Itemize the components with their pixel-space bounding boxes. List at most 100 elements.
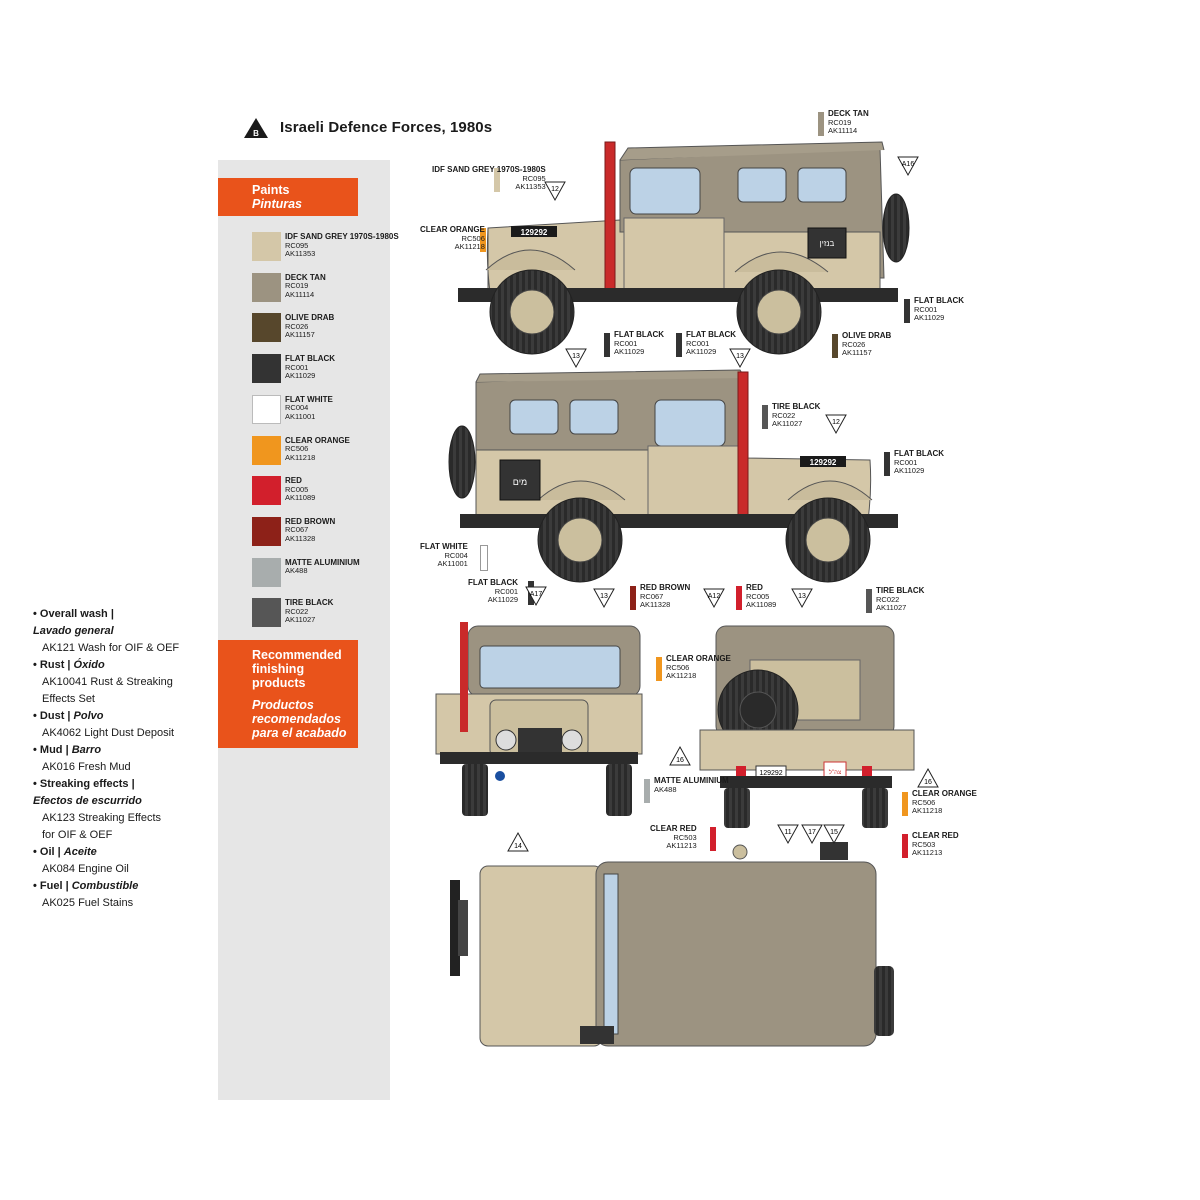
decal-marker-icon: 13: [565, 348, 587, 369]
finishing-item-es: Óxido: [73, 659, 105, 671]
decal-marker-icon: 13: [593, 588, 615, 609]
side2-can-text: מים: [513, 477, 527, 487]
decal-marker-number: 13: [798, 593, 806, 600]
paint-name: RED: [285, 476, 302, 486]
finishing-item-es: Barro: [71, 744, 102, 756]
decal-marker-number: 11: [784, 829, 791, 836]
paint-swatch: [252, 598, 281, 628]
callout-color-bar: [656, 657, 662, 681]
callout-color-bar: [604, 333, 610, 357]
finishing-item-es: Lavado general: [33, 625, 114, 637]
decal-marker-number: A17: [530, 591, 543, 598]
paint-code: AK11089: [285, 493, 316, 503]
decal-marker-icon: 12: [544, 181, 566, 202]
callout-color-bar: [494, 168, 500, 192]
finishing-item-es: Polvo: [73, 710, 104, 722]
finishing-product: AK121 Wash for OIF & OEF: [42, 642, 180, 654]
callout-color-bar: [818, 112, 824, 136]
decal-marker-number: 13: [600, 593, 608, 600]
finishing-heading: Recommended finishing products Productos…: [218, 640, 358, 748]
rear-view: 129292 צה"ל: [699, 625, 915, 828]
finishing-item-en: • Rust |: [33, 659, 74, 671]
finishing-item-en: • Mud |: [33, 744, 72, 756]
top-view: [450, 842, 894, 1047]
paint-code: RC067: [285, 525, 309, 535]
callout-color-bar: [480, 545, 488, 571]
decal-marker-number: 15: [830, 829, 838, 836]
paint-code: RC095: [285, 240, 309, 250]
finishing-product: AK10041 Rust & Streaking: [42, 676, 173, 688]
decal-marker-number: A12: [708, 593, 721, 600]
finishing-product: AK123 Streaking Effects: [42, 812, 162, 824]
callout-color-bar: [480, 228, 486, 252]
decal-marker-icon: 13: [729, 348, 751, 369]
paint-code: AK11353: [285, 249, 316, 258]
paint-name: FLAT BLACK: [285, 354, 336, 364]
page-title: Israeli Defence Forces, 1980s: [280, 119, 493, 136]
callout-color-bar: [736, 586, 742, 610]
side2-plate-text: 129292: [810, 458, 837, 467]
finishing-item-en: • Overall wash |: [33, 608, 114, 620]
paint-name: IDF SAND GREY 1970S-1980S: [285, 232, 399, 241]
callout-color-bar: [904, 299, 910, 323]
decal-marker-number: A16: [902, 161, 915, 168]
rear-plate-text: 129292: [759, 770, 782, 777]
finishing-item-en: • Streaking effects |: [33, 778, 135, 790]
paint-code: RC001: [285, 362, 309, 372]
decal-marker-number: 12: [832, 419, 840, 426]
paint-name: RED BROWN: [285, 516, 336, 526]
paint-swatch: [252, 476, 281, 506]
paint-code: AK488: [285, 566, 308, 576]
paint-code: RC004: [285, 403, 309, 413]
paint-code: AK11001: [285, 411, 316, 421]
decal-marker-number: 16: [924, 779, 932, 786]
paints-heading: Paints Pinturas: [218, 178, 358, 216]
paint-code: RC026: [285, 321, 309, 331]
section-marker-icon: B: [244, 118, 268, 138]
paint-name: DECK TAN: [285, 272, 326, 282]
finishing-item-en: • Fuel |: [33, 880, 72, 892]
paint-swatch: [252, 313, 281, 343]
paint-name: FLAT WHITE: [285, 394, 333, 404]
callout-color-bar: [676, 333, 682, 357]
decal-marker-icon: A16: [897, 156, 919, 177]
decal-marker-icon: 15: [823, 824, 845, 845]
callout-color-bar: [630, 586, 636, 610]
rear-tag-text: צה"ל: [829, 768, 842, 776]
decal-marker-icon: 14: [507, 831, 529, 852]
paints-title-es: Pinturas: [252, 197, 303, 211]
side-plate-text: 129292: [521, 228, 548, 237]
paint-swatch: [252, 272, 281, 302]
finishing-product: AK025 Fuel Stains: [42, 897, 134, 909]
decal-marker-number: 12: [551, 186, 559, 193]
